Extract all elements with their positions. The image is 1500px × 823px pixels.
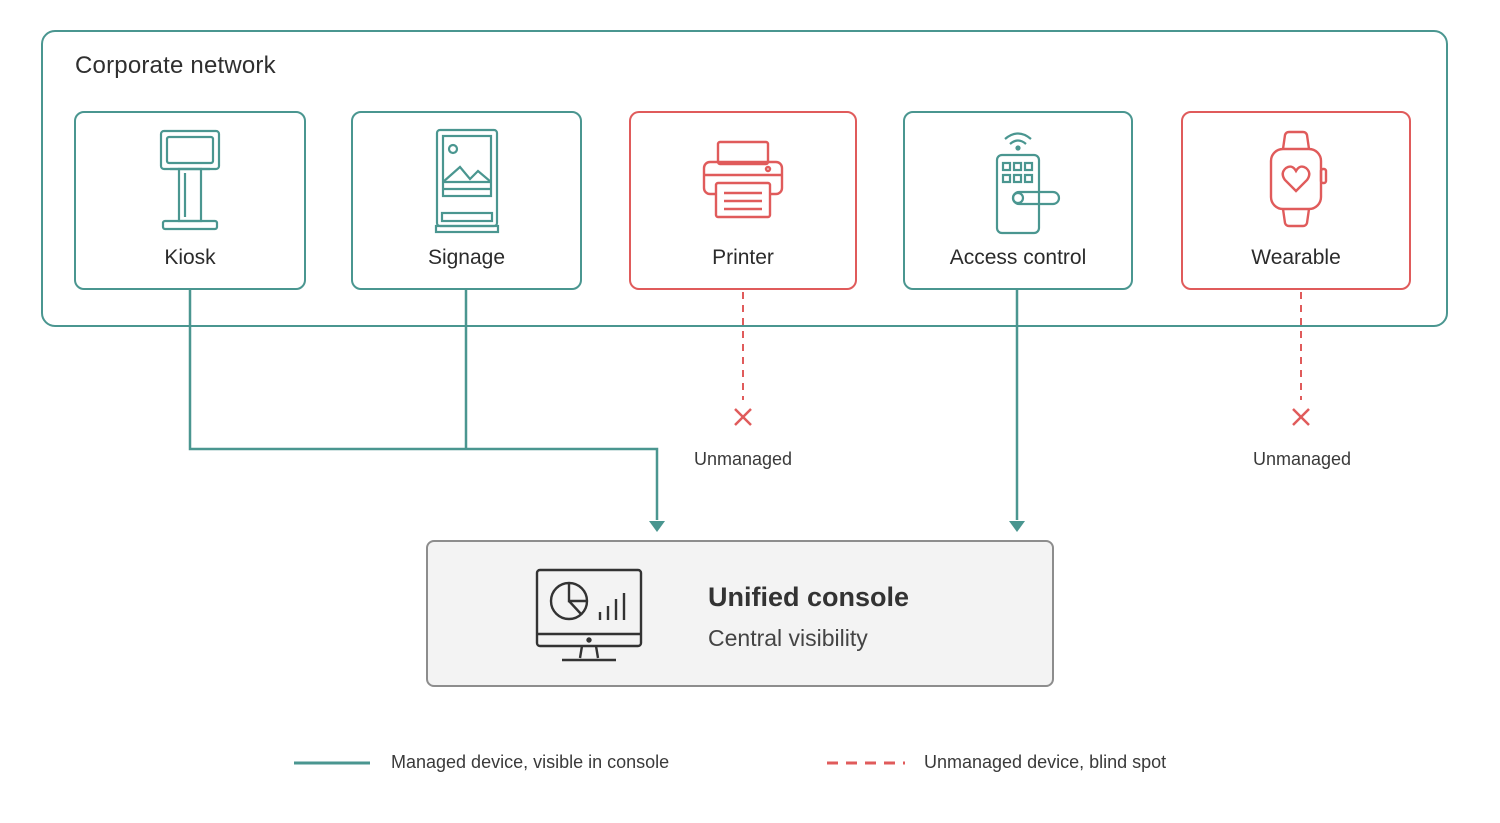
unified-console-box[interactable] bbox=[426, 540, 1054, 687]
network-title: Corporate network bbox=[75, 52, 276, 79]
unmanaged-label-wearable: Unmanaged bbox=[1252, 449, 1352, 469]
device-label: Printer bbox=[712, 246, 774, 269]
device-card-printer[interactable]: Printer bbox=[629, 111, 857, 290]
console-subtitle: Central visibility bbox=[708, 625, 868, 651]
unmanaged-label-printer: Unmanaged bbox=[693, 449, 793, 469]
printer-icon bbox=[702, 140, 784, 219]
arrowhead-left bbox=[649, 521, 665, 532]
kiosk-connector bbox=[188, 290, 659, 520]
device-card-wearable[interactable]: Wearable bbox=[1181, 111, 1411, 290]
door-lock-icon bbox=[995, 132, 1061, 235]
device-card-signage[interactable]: Signage bbox=[351, 111, 582, 290]
corporate-network-container bbox=[41, 30, 1448, 327]
device-card-access-control[interactable]: Access control bbox=[903, 111, 1133, 290]
blocked-x-icon bbox=[1292, 408, 1310, 426]
device-label: Signage bbox=[427, 246, 506, 269]
device-label: Kiosk bbox=[164, 246, 216, 269]
legend-managed-label: Managed device, visible in console bbox=[391, 752, 670, 772]
monitor-analytics-icon bbox=[535, 568, 643, 662]
smartwatch-icon bbox=[1269, 130, 1328, 228]
device-label: Wearable bbox=[1251, 246, 1341, 269]
blocked-x-icon bbox=[734, 408, 752, 426]
legend-unmanaged-label: Unmanaged device, blind spot bbox=[924, 752, 1167, 772]
console-title: Unified console bbox=[708, 582, 910, 612]
arrowhead-right bbox=[1009, 521, 1025, 532]
device-label: Access control bbox=[949, 246, 1087, 269]
device-card-kiosk[interactable]: Kiosk bbox=[74, 111, 306, 290]
kiosk-icon bbox=[159, 129, 221, 231]
signage-icon bbox=[434, 128, 499, 234]
